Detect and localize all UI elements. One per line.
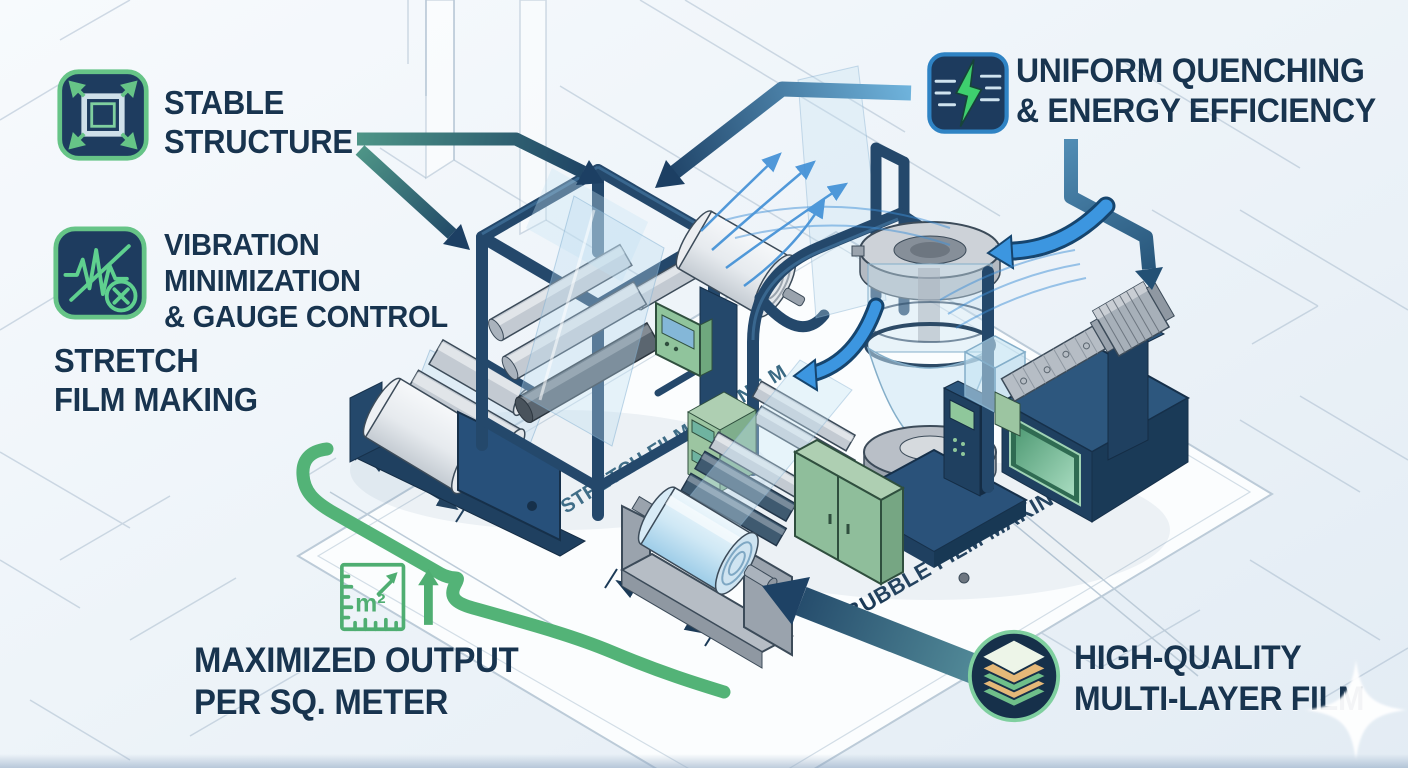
callout-line: STRETCH [54, 342, 199, 379]
stacked-layers-icon [966, 628, 1062, 724]
callout-stable-structure: STABLE STRUCTURE [164, 86, 353, 164]
callout-line: FILM MAKING [54, 381, 258, 418]
frame-corners-icon [56, 68, 150, 162]
lightning-bolt-icon [926, 50, 1010, 136]
winder-unit [619, 486, 795, 669]
square-meter-ruler-icon: m² [336, 556, 446, 638]
callout-maximized-output: MAXIMIZED OUTPUT PER SQ. METER [194, 641, 519, 727]
arrow-stable-structure [357, 132, 604, 185]
wound-film-roll [631, 486, 778, 595]
callout-line: STRUCTURE [164, 123, 353, 160]
square-meter-label: m² [355, 590, 385, 618]
callout-stretch-film-making: STRETCH FILM MAKING [54, 344, 258, 422]
control-panel [655, 301, 713, 378]
callout-vibration: VIBRATION MINIMIZATION & GAUGE CONTROL [164, 229, 448, 337]
bottom-edge-fade [0, 754, 1408, 768]
arrow-quenching-left [655, 81, 912, 188]
callout-uniform-quenching: UNIFORM QUENCHING & ENERGY EFFICIENCY [1016, 54, 1376, 134]
callout-line: HIGH-QUALITY [1074, 639, 1302, 677]
callout-line: MAXIMIZED OUTPUT [194, 641, 519, 680]
callout-line: VIBRATION [164, 227, 320, 262]
callout-line: UNIFORM QUENCHING [1016, 52, 1365, 90]
arrow-vibration [355, 145, 470, 250]
sparkle-icon [1306, 660, 1406, 760]
up-arrow-icon [418, 569, 439, 625]
blue-flow-arrows [792, 196, 1116, 392]
film-web [519, 195, 665, 447]
callout-line: MINIMIZATION [164, 263, 361, 298]
callout-line: PER SQ. METER [194, 683, 449, 722]
callout-line: & ENERGY EFFICIENCY [1016, 92, 1376, 130]
cooling-air-arrows [700, 152, 1087, 329]
film-web [526, 168, 648, 282]
waveform-cancel-icon [52, 224, 148, 322]
green-cabinet [792, 438, 906, 586]
green-connector-line [296, 442, 731, 699]
bubble-film-machine [747, 65, 1191, 584]
callout-line: & GAUGE CONTROL [164, 299, 448, 334]
extruder-unit [963, 280, 1191, 523]
callout-line: STABLE [164, 84, 285, 121]
stretch-film-machine [349, 164, 830, 557]
